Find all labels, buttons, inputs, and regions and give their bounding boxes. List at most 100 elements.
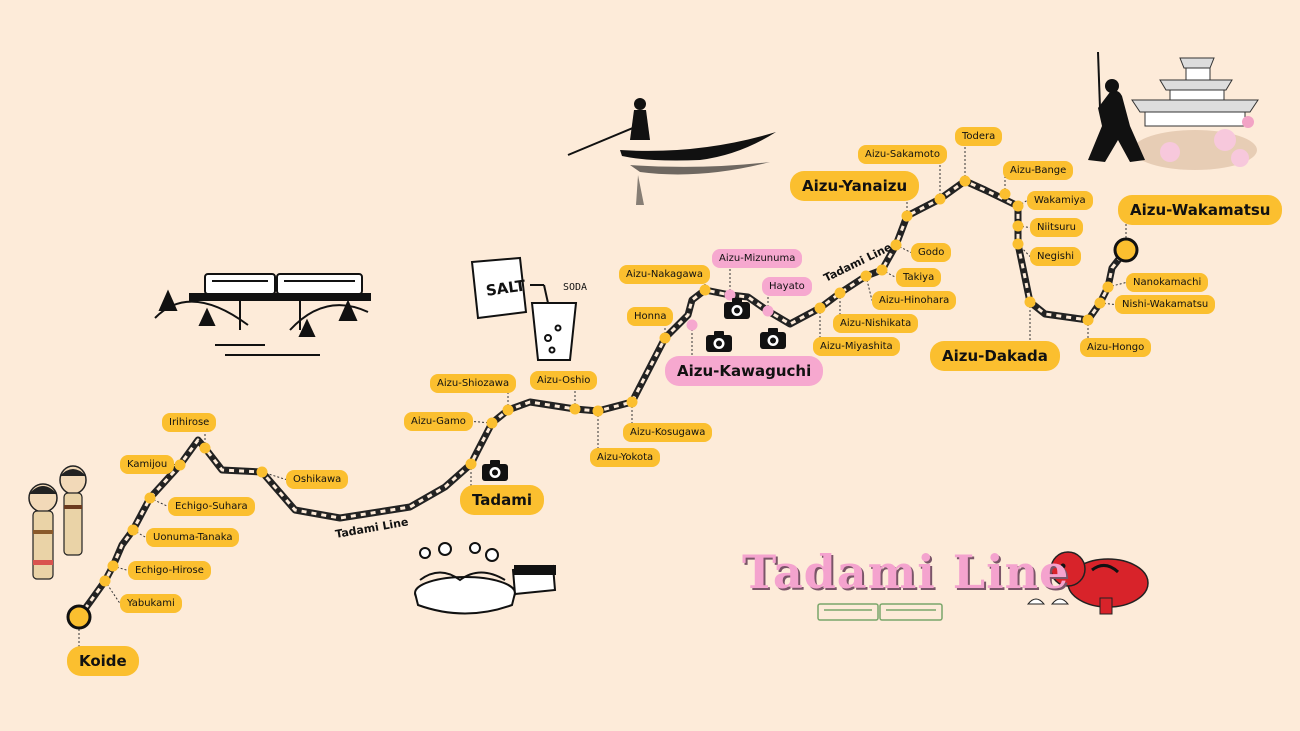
leader-line-godo xyxy=(895,244,912,253)
station-dot-irihirose[interactable] xyxy=(199,442,211,454)
station-dot-honna[interactable] xyxy=(659,332,671,344)
station-label-aizu-mizunuma: Aizu-Mizunuma xyxy=(712,249,803,268)
station-dot-negishi[interactable] xyxy=(1012,238,1024,250)
train-bridge-icon xyxy=(154,273,371,356)
station-dot-aizu-gamo[interactable] xyxy=(486,417,498,429)
station-label-aizu-hinohara: Aizu-Hinohara xyxy=(872,291,957,310)
station-label-aizu-oshio: Aizu-Oshio xyxy=(530,371,598,390)
track-ties xyxy=(77,179,1128,618)
station-label-wakamiya: Wakamiya xyxy=(1027,191,1093,210)
station-dot-aizu-nakagawa[interactable] xyxy=(699,284,711,296)
kokeshi-dolls-icon xyxy=(28,465,87,580)
camera-spots xyxy=(482,298,786,481)
station-dot-aizu-oshio[interactable] xyxy=(569,403,581,415)
leader-line-takiya xyxy=(881,269,897,278)
station-dot-aizu-mizunuma[interactable] xyxy=(724,289,736,301)
station-dot-echigo-hirose[interactable] xyxy=(107,560,119,572)
station-label-aizu-wakamatsu: Aizu-Wakamatsu xyxy=(1118,195,1283,225)
station-label-tadami: Tadami xyxy=(460,485,545,515)
station-dot-aizu-hongo[interactable] xyxy=(1082,314,1094,326)
svg-text:SODA: SODA xyxy=(563,282,587,293)
station-dot-aizu-yokota[interactable] xyxy=(592,405,604,417)
station-label-hayato: Hayato xyxy=(762,277,812,296)
station-label-koide: Koide xyxy=(67,646,139,676)
boatman-icon xyxy=(567,98,776,205)
station-dot-koide[interactable] xyxy=(66,604,92,630)
station-dot-nanokamachi[interactable] xyxy=(1102,281,1114,293)
camera-icon xyxy=(760,328,786,349)
station-label-todera: Todera xyxy=(955,127,1003,146)
title-train-icon xyxy=(817,603,943,621)
station-dot-aizu-shiozawa[interactable] xyxy=(502,404,514,416)
station-label-aizu-nakagawa: Aizu-Nakagawa xyxy=(619,265,710,284)
station-label-echigo-hirose: Echigo-Hirose xyxy=(128,561,211,580)
station-dot-aizu-nishikata[interactable] xyxy=(834,287,846,299)
station-label-honna: Honna xyxy=(627,307,674,326)
station-dot-wakamiya[interactable] xyxy=(1012,200,1024,212)
station-dot-oshikawa[interactable] xyxy=(256,466,268,478)
station-dot-hayato[interactable] xyxy=(762,305,774,317)
station-dot-aizu-yanaizu[interactable] xyxy=(901,210,913,222)
station-label-nishi-wakamatsu: Nishi-Wakamatsu xyxy=(1115,295,1216,314)
station-label-aizu-hongo: Aizu-Hongo xyxy=(1080,338,1152,357)
station-dot-nishi-wakamatsu[interactable] xyxy=(1094,297,1106,309)
station-label-yabukami: Yabukami xyxy=(120,594,182,613)
station-dot-kamijou[interactable] xyxy=(174,459,186,471)
station-label-aizu-bange: Aizu-Bange xyxy=(1003,161,1074,180)
station-label-uonuma-tanaka: Uonuma-Tanaka xyxy=(146,528,240,547)
station-dot-echigo-suhara[interactable] xyxy=(144,492,156,504)
akabeko-icon xyxy=(1026,551,1149,615)
station-markers xyxy=(66,175,1139,630)
station-label-aizu-shiozawa: Aizu-Shiozawa xyxy=(430,374,517,393)
salt-soda-icon: SALT SODA xyxy=(470,256,587,361)
camera-icon xyxy=(724,298,750,319)
station-label-aizu-dakada: Aizu-Dakada xyxy=(930,341,1060,371)
station-dot-uonuma-tanaka[interactable] xyxy=(127,524,139,536)
camera-icon xyxy=(482,460,508,481)
station-dot-aizu-bange[interactable] xyxy=(999,188,1011,200)
station-label-aizu-miyashita: Aizu-Miyashita xyxy=(813,337,900,356)
leader-line-nanokamachi xyxy=(1107,282,1127,288)
camera-icon xyxy=(706,331,732,352)
leader-line-uonuma-tanaka xyxy=(132,529,147,538)
svg-text:SALT: SALT xyxy=(485,276,528,299)
station-label-godo: Godo xyxy=(911,243,952,262)
station-label-echigo-suhara: Echigo-Suhara xyxy=(168,497,255,516)
onsen-icon xyxy=(414,542,557,615)
station-label-niitsuru: Niitsuru xyxy=(1030,218,1083,237)
station-label-aizu-nishikata: Aizu-Nishikata xyxy=(833,314,919,333)
leader-line-nishi-wakamatsu xyxy=(1099,302,1116,305)
leader-line-aizu-gamo xyxy=(472,421,493,424)
station-label-negishi: Negishi xyxy=(1030,247,1082,266)
station-label-aizu-kawaguchi: Aizu-Kawaguchi xyxy=(665,356,824,386)
station-label-irihirose: Irihirose xyxy=(162,413,217,432)
station-label-aizu-yokota: Aizu-Yokota xyxy=(590,448,661,467)
station-dot-aizu-dakada[interactable] xyxy=(1024,296,1036,308)
station-dot-yabukami[interactable] xyxy=(99,575,111,587)
station-dot-tadami[interactable] xyxy=(465,458,477,470)
leader-line-negishi xyxy=(1017,243,1031,257)
leader-line-echigo-hirose xyxy=(112,565,129,571)
station-dot-aizu-sakamoto[interactable] xyxy=(934,193,946,205)
station-dot-aizu-kosugawa[interactable] xyxy=(626,396,638,408)
station-label-aizu-sakamoto: Aizu-Sakamoto xyxy=(858,145,947,164)
leader-line-echigo-suhara xyxy=(149,497,169,507)
station-dot-godo[interactable] xyxy=(890,239,902,251)
station-dot-aizu-wakamatsu[interactable] xyxy=(1113,237,1139,263)
map-title: Tadami Line xyxy=(742,545,1070,599)
station-label-nanokamachi: Nanokamachi xyxy=(1126,273,1209,292)
station-label-takiya: Takiya xyxy=(896,268,942,287)
station-dot-aizu-kawaguchi[interactable] xyxy=(686,319,698,331)
station-label-aizu-gamo: Aizu-Gamo xyxy=(404,412,473,431)
station-dot-aizu-miyashita[interactable] xyxy=(814,302,826,314)
station-label-kamijou: Kamijou xyxy=(120,455,175,474)
samurai-castle-icon xyxy=(1088,51,1259,170)
station-dot-todera[interactable] xyxy=(959,175,971,187)
station-label-aizu-kosugawa: Aizu-Kosugawa xyxy=(623,423,713,442)
station-dot-takiya[interactable] xyxy=(876,264,888,276)
station-label-aizu-yanaizu: Aizu-Yanaizu xyxy=(790,171,920,201)
station-dot-aizu-hinohara[interactable] xyxy=(860,270,872,282)
station-dot-niitsuru[interactable] xyxy=(1012,220,1024,232)
station-label-oshikawa: Oshikawa xyxy=(286,470,349,489)
